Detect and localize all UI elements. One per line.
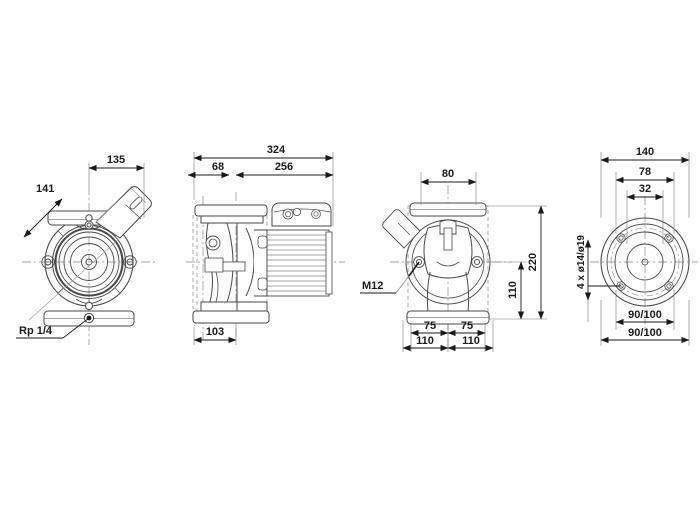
callout-rp14: Rp 1/4 [16, 317, 90, 339]
dimension-78: 78 [615, 166, 675, 234]
dim-label-141: 141 [36, 183, 54, 195]
view-flange: 140 78 32 90/100 [576, 146, 698, 346]
dimension-75-left: 75 [410, 320, 449, 352]
view-front: 80 220 110 75 [360, 168, 547, 352]
terminal-box-view2 [271, 202, 332, 227]
dim-label-256: 256 [275, 161, 293, 173]
dim-label-110-left: 110 [416, 335, 434, 347]
terminal-box-view3 [382, 209, 421, 249]
callout-label-bolt-holes: 4 x ø14/ø19 [576, 235, 587, 289]
dimension-110-vertical: 110 [486, 261, 527, 320]
dimension-90-100-outer: 90/100 [600, 300, 690, 346]
dimension-324: 324 [193, 144, 334, 226]
dim-label-103: 103 [206, 326, 224, 338]
callout-label-m12: M12 [362, 280, 383, 292]
dim-label-75-right: 75 [461, 320, 473, 332]
motor-fins-view2 [257, 229, 333, 297]
dimension-80: 80 [420, 168, 477, 205]
dimension-68: 68 [187, 161, 230, 179]
dim-label-90-100-outer: 90/100 [628, 327, 662, 339]
dimension-110-left: 110 [402, 320, 494, 352]
dim-label-140: 140 [636, 146, 654, 158]
dimension-256: 256 [235, 161, 334, 179]
dimension-140: 140 [600, 146, 690, 218]
dim-label-68: 68 [212, 161, 224, 173]
flanges-view2 [192, 204, 270, 324]
flange-face-view4 [600, 217, 690, 307]
dim-label-90-100-inner: 90/100 [628, 309, 662, 321]
terminal-box-view1 [95, 186, 152, 239]
view-side-section: 324 68 256 103 [186, 144, 345, 345]
dimension-32: 32 [626, 183, 664, 244]
dimension-135: 135 [88, 154, 145, 218]
dim-label-220: 220 [527, 253, 539, 271]
dim-label-324: 324 [267, 144, 286, 156]
view-left-end: 135 141 Rp 1/4 [16, 154, 156, 345]
flanges-view3 [406, 202, 490, 325]
dim-label-32: 32 [639, 183, 651, 195]
dimension-110-right: 110 [447, 335, 494, 352]
dim-label-110-right: 110 [462, 335, 480, 347]
dim-label-135: 135 [107, 154, 125, 166]
dim-label-75-left: 75 [424, 320, 436, 332]
callout-m12: M12 [360, 261, 420, 294]
dimension-90-100-inner: 90/100 [615, 290, 675, 330]
dimension-141: 141 [23, 183, 147, 321]
callout-bolt-holes: 4 x ø14/ø19 [576, 235, 621, 322]
dimension-103: 103 [193, 325, 237, 345]
dim-label-80: 80 [442, 168, 454, 180]
dim-label-78: 78 [639, 166, 651, 178]
side-bosses-view1 [41, 255, 137, 269]
dim-label-110-vertical: 110 [507, 281, 519, 299]
callout-label-rp14: Rp 1/4 [19, 325, 53, 337]
